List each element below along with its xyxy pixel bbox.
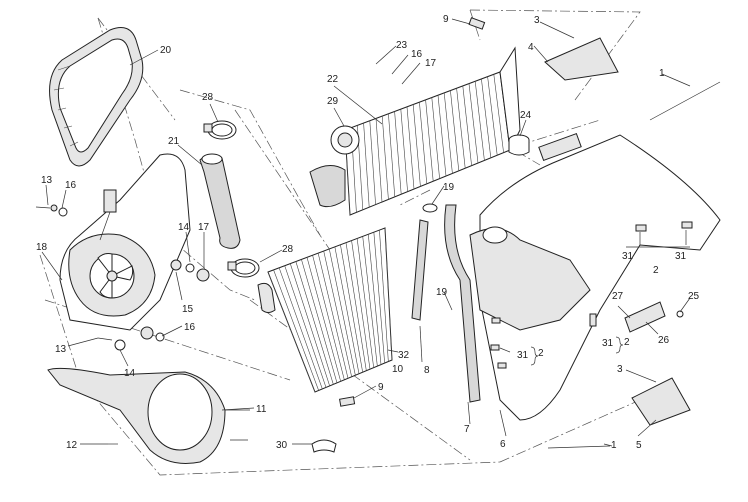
callout-5: 5 [636, 440, 642, 451]
callout-10: 10 [392, 364, 404, 375]
bracket-4 [544, 37, 619, 81]
callout-32: 32 [398, 350, 410, 361]
callout-1-lower: 1 [611, 440, 617, 451]
callout-31-d: 31 [517, 350, 529, 361]
callout-4: 4 [528, 42, 534, 53]
callout-18: 18 [36, 242, 48, 253]
callout-16-upper: 16 [411, 49, 423, 60]
callout-11: 11 [256, 404, 267, 415]
cap-24 [508, 134, 530, 156]
callout-19-lower: 19 [436, 287, 448, 298]
callout-28-lower: 28 [282, 244, 294, 255]
lower-fairing-11 [47, 367, 250, 464]
brace-marks [530, 336, 624, 366]
hose-21 [199, 153, 241, 249]
callout-22: 22 [327, 74, 339, 85]
clamp-28-bottom [227, 258, 260, 278]
bracket-26 [624, 301, 684, 333]
callout-17: 17 [198, 222, 210, 233]
callout-labels: 20 28 21 13 16 18 14 17 15 16 13 14 28 1… [36, 14, 700, 451]
callout-31-b: 31 [675, 251, 687, 262]
callout-30: 30 [276, 440, 288, 451]
callout-23: 23 [396, 40, 408, 51]
rubber-31 [490, 221, 693, 369]
hoses-middle [411, 203, 481, 403]
callout-8: 8 [424, 365, 430, 376]
callout-2: 2 [653, 265, 659, 276]
callout-3-lower: 3 [617, 364, 623, 375]
bracket-5 [631, 377, 691, 426]
clamp-28-top [203, 120, 237, 140]
fan-assembly [59, 153, 191, 331]
upper-radiator [309, 46, 521, 216]
callout-14-lower: 14 [124, 368, 136, 379]
callout-15: 15 [182, 304, 194, 315]
callout-21: 21 [168, 136, 180, 147]
callout-2-left: 2 [538, 348, 544, 359]
callout-31-a: 31 [622, 251, 634, 262]
callout-12: 12 [66, 440, 78, 451]
callout-19-upper: 19 [443, 182, 455, 193]
callout-7: 7 [464, 424, 470, 435]
callout-9: 9 [443, 14, 449, 25]
callout-27: 27 [612, 291, 624, 302]
fasteners-left [35, 204, 210, 445]
leader-lines [41, 18, 691, 447]
callout-20: 20 [160, 45, 172, 56]
belt-part [49, 27, 144, 167]
clip-30 [311, 439, 337, 453]
callout-3: 3 [534, 15, 540, 26]
callout-6: 6 [500, 439, 506, 450]
lower-radiator [257, 227, 393, 393]
callout-16: 16 [65, 180, 77, 191]
callout-29: 29 [327, 96, 339, 107]
callout-16-lower: 16 [184, 322, 196, 333]
callout-1: 1 [659, 68, 665, 79]
rods-1 [547, 81, 721, 449]
callout-28: 28 [202, 92, 214, 103]
callout-26: 26 [658, 335, 670, 346]
callout-25: 25 [688, 291, 700, 302]
callout-24: 24 [520, 110, 532, 121]
side-fairing [469, 132, 721, 421]
callout-14: 14 [178, 222, 190, 233]
callout-13-lower: 13 [55, 344, 67, 355]
callout-31-c: 31 [602, 338, 614, 349]
callout-9-lower: 9 [378, 382, 384, 393]
callout-13: 13 [41, 175, 53, 186]
springs-9 [339, 17, 486, 407]
callout-2-mid: 2 [624, 337, 630, 348]
callout-17-upper: 17 [425, 58, 437, 69]
